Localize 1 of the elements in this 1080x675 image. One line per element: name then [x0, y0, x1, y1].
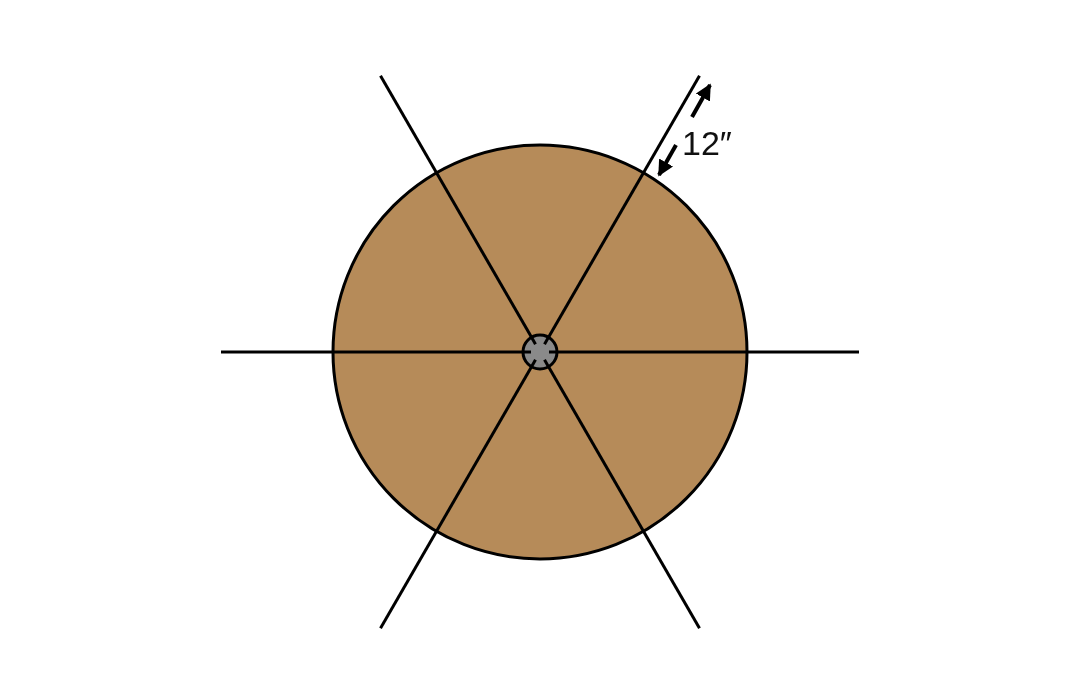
dimension-label: 12″	[682, 126, 732, 160]
